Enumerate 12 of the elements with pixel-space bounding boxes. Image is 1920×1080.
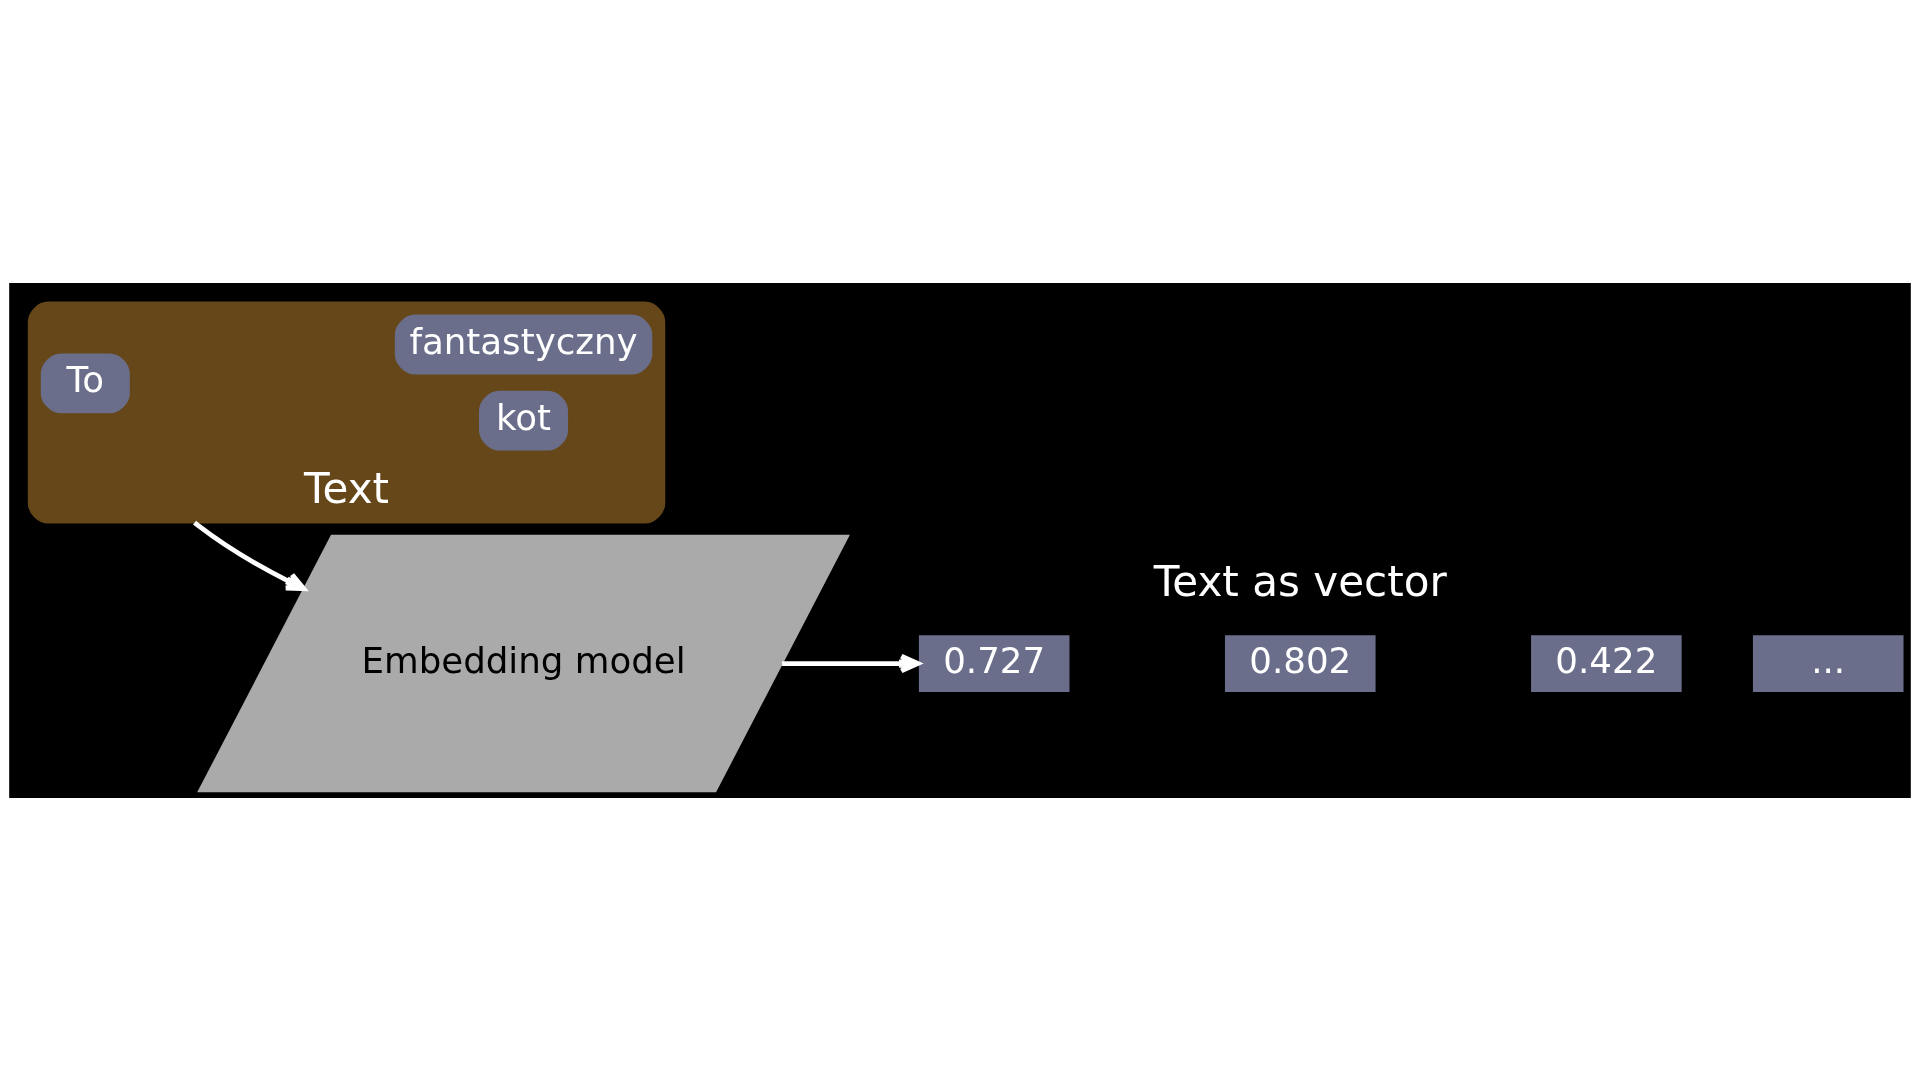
node-box: ... — [1751, 633, 1906, 694]
label: Text as vector — [1153, 556, 1447, 606]
node-box: 0.422 — [1529, 633, 1684, 694]
arrow — [193, 520, 306, 591]
arrow — [782, 653, 921, 673]
node-box: kot — [479, 390, 569, 451]
node-box: To — [40, 352, 130, 413]
node-box: fantastyczny — [394, 314, 653, 374]
node-label: Text — [303, 463, 390, 513]
cluster — [27, 301, 666, 523]
node-box: 0.727 — [917, 633, 1072, 694]
node-box: 0.802 — [1223, 633, 1378, 694]
